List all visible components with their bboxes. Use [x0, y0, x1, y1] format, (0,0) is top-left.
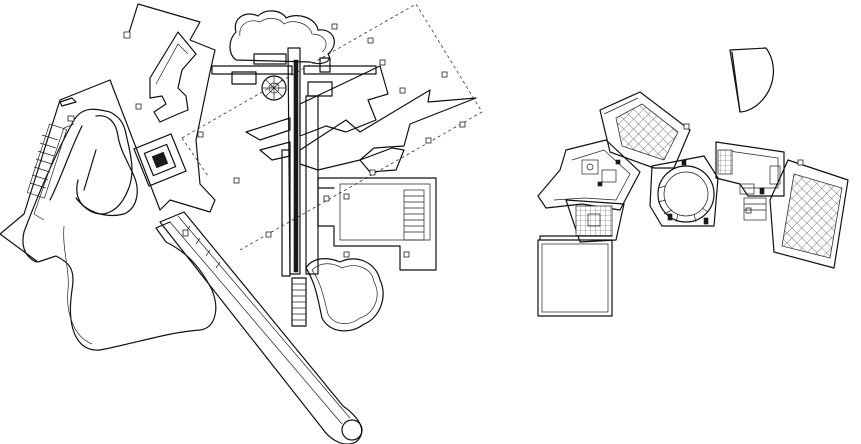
- room-west: [537, 139, 641, 211]
- floor-plan: [537, 47, 849, 317]
- room-northwest: [599, 91, 691, 169]
- north-outbuilding: [123, 31, 197, 123]
- semicircle-canopy: [729, 47, 774, 113]
- central-rotunda: [649, 155, 719, 227]
- west-curved-court: [59, 97, 138, 345]
- angular-wings: [197, 23, 477, 238]
- pavilion-square: [133, 133, 187, 187]
- room-detached-square: [537, 235, 613, 317]
- south-curved-terrace: [305, 258, 384, 332]
- south-stair: [291, 277, 307, 327]
- spiral-stair: [231, 71, 333, 101]
- diagonal-ramp: [159, 211, 363, 444]
- property-line: [181, 3, 483, 251]
- site-plan: [0, 3, 483, 444]
- west-stair: [26, 123, 68, 199]
- room-south-entry: [565, 199, 625, 243]
- room-east: [743, 159, 849, 269]
- room-connector: [715, 141, 785, 197]
- east-block: [317, 177, 437, 271]
- north-cloud-wing: [211, 10, 377, 75]
